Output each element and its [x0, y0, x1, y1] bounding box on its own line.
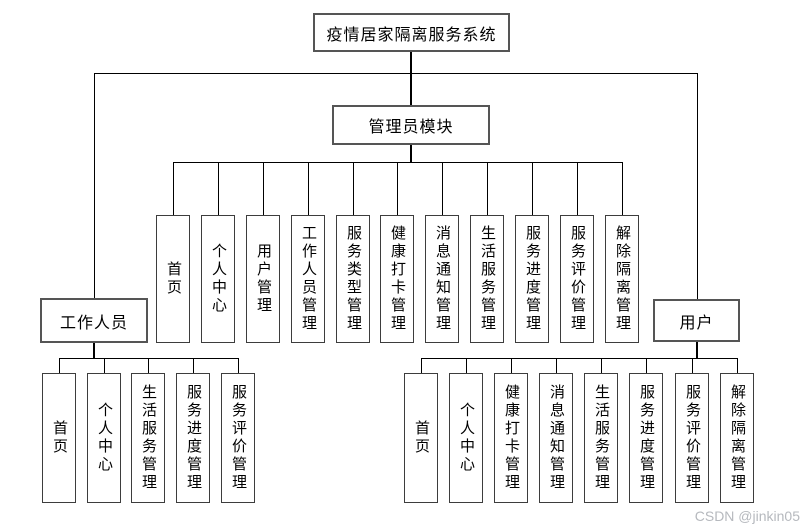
user-child-life-service-management: 生活服务管理 — [584, 373, 618, 503]
admin-child-quarantine-release-management: 解除隔离管理 — [605, 215, 639, 343]
user-child-health-checkin-management: 健康打卡管理 — [494, 373, 528, 503]
connector-staff-horizontal — [59, 358, 239, 359]
connector-user-horizontal — [421, 358, 737, 359]
connector-admin-stub — [410, 145, 412, 162]
admin-child-health-checkin-management: 健康打卡管理 — [380, 215, 414, 343]
connector-main-horizontal — [94, 73, 698, 74]
admin-child-personal-center: 个人中心 — [201, 215, 235, 343]
user-child-personal-center: 个人中心 — [449, 373, 483, 503]
connector-user-drop — [697, 73, 698, 299]
admin-child-service-progress-management: 服务进度管理 — [515, 215, 549, 343]
connector-user-child-drop — [466, 358, 467, 373]
connector-admin-child-drop — [353, 162, 354, 215]
admin-child-service-evaluation-management: 服务评价管理 — [560, 215, 594, 343]
staff-child-home: 首页 — [42, 373, 76, 503]
connector-user-child-drop — [556, 358, 557, 373]
connector-admin-child-drop — [308, 162, 309, 215]
connector-admin-child-drop — [622, 162, 623, 215]
watermark: CSDN @jinkin05 — [694, 508, 800, 524]
node-staff: 工作人员 — [40, 298, 148, 343]
connector-staff-child-drop — [238, 358, 239, 373]
connector-staff-child-drop — [193, 358, 194, 373]
user-child-message-notification-management: 消息通知管理 — [539, 373, 573, 503]
connector-user-child-drop — [601, 358, 602, 373]
connector-user-child-drop — [511, 358, 512, 373]
connector-user-child-drop — [737, 358, 738, 373]
connector-user-child-drop — [646, 358, 647, 373]
connector-staff-child-drop — [148, 358, 149, 373]
node-admin-module: 管理员模块 — [332, 105, 490, 145]
connector-staff-drop — [94, 73, 95, 298]
connector-admin-child-drop — [173, 162, 174, 215]
staff-child-life-service-management: 生活服务管理 — [131, 373, 165, 503]
admin-child-life-service-management: 生活服务管理 — [470, 215, 504, 343]
connector-admin-child-drop — [487, 162, 488, 215]
connector-admin-child-drop — [532, 162, 533, 215]
node-system-root-label: 疫情居家隔离服务系统 — [326, 26, 497, 44]
connector-staff-child-drop — [104, 358, 105, 373]
admin-child-user-management: 用户管理 — [246, 215, 280, 343]
connector-admin-child-drop — [263, 162, 264, 215]
user-child-service-evaluation-management: 服务评价管理 — [675, 373, 709, 503]
admin-child-staff-management: 工作人员管理 — [291, 215, 325, 343]
connector-admin-child-drop — [397, 162, 398, 215]
connector-user-stub — [696, 342, 698, 358]
node-admin-module-label: 管理员模块 — [368, 119, 454, 136]
admin-child-message-notification-management: 消息通知管理 — [425, 215, 459, 343]
connector-root-stub — [410, 52, 412, 105]
user-child-quarantine-release-management: 解除隔离管理 — [720, 373, 754, 503]
connector-staff-child-drop — [59, 358, 60, 373]
connector-admin-child-drop — [577, 162, 578, 215]
node-staff-label: 工作人员 — [59, 314, 128, 332]
node-system-root: 疫情居家隔离服务系统 — [313, 13, 510, 52]
staff-child-service-progress-management: 服务进度管理 — [176, 373, 210, 503]
staff-child-service-evaluation-management: 服务评价管理 — [221, 373, 255, 503]
connector-user-child-drop — [421, 358, 422, 373]
connector-user-child-drop — [692, 358, 693, 373]
user-child-home: 首页 — [404, 373, 438, 503]
user-child-service-progress-management: 服务进度管理 — [629, 373, 663, 503]
connector-admin-child-drop — [218, 162, 219, 215]
connector-admin-child-drop — [442, 162, 443, 215]
staff-child-personal-center: 个人中心 — [87, 373, 121, 503]
node-user-label: 用户 — [679, 314, 714, 332]
admin-child-service-type-management: 服务类型管理 — [336, 215, 370, 343]
admin-child-home: 首页 — [156, 215, 190, 343]
connector-staff-stub — [93, 343, 95, 358]
node-user: 用户 — [653, 299, 740, 342]
connector-admin-horizontal — [173, 162, 623, 163]
